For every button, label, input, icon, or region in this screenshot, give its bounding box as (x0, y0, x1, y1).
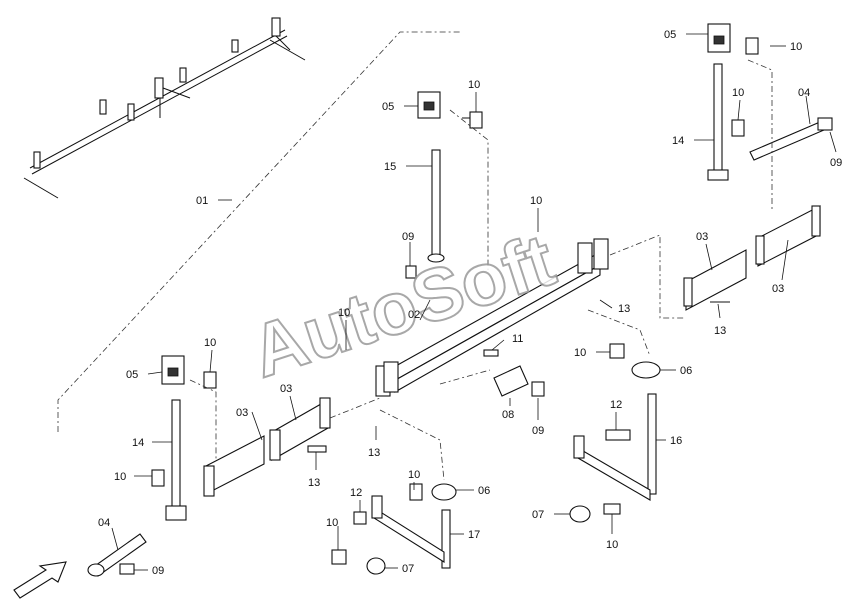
label-13-left: 13 (308, 477, 320, 489)
label-10-bar: 10 (530, 195, 542, 207)
right-panels (609, 205, 821, 319)
label-11: 11 (512, 333, 523, 345)
label-10-left-mid: 10 (114, 471, 126, 483)
label-15: 15 (384, 161, 396, 173)
label-03-left-a: 03 (236, 407, 248, 419)
label-09-lower: 09 (532, 425, 544, 437)
label-06-bottom: 06 (478, 485, 490, 497)
label-12-right: 12 (610, 399, 622, 411)
overview-assembly (23, 17, 306, 199)
label-13-right: 13 (714, 325, 726, 337)
label-05-right: 05 (664, 29, 676, 41)
label-10-center: 10 (338, 307, 350, 319)
label-10-bottom-a: 10 (408, 469, 420, 481)
label-09-mid: 09 (402, 231, 414, 243)
label-03-left-b: 03 (280, 383, 292, 395)
label-13-center: 13 (368, 447, 380, 459)
upper-rod-assembly (405, 91, 489, 279)
label-01: 01 (196, 195, 208, 207)
label-14-left: 14 (132, 437, 144, 449)
label-10-bottom-c: 10 (606, 539, 618, 551)
label-03-right-b: 03 (772, 283, 784, 295)
label-07-right: 07 (532, 509, 544, 521)
label-16: 16 (670, 435, 682, 447)
label-04-left: 04 (98, 517, 110, 529)
main-bar (375, 238, 609, 397)
label-10-right-rod: 10 (732, 87, 744, 99)
label-10-right-top: 10 (790, 41, 802, 53)
label-04-right: 04 (798, 87, 810, 99)
label-10-bottom-b: 10 (326, 517, 338, 529)
label-05-left: 05 (126, 369, 138, 381)
label-14-right: 14 (672, 135, 684, 147)
label-06-right: 06 (680, 365, 692, 377)
bracket-17-assembly (331, 409, 457, 575)
label-07-bottom: 07 (402, 563, 414, 575)
label-12-bottom: 12 (350, 487, 362, 499)
label-10-top: 10 (468, 79, 480, 91)
label-08: 08 (502, 409, 514, 421)
left-assembly (13, 355, 381, 599)
right-top-assembly (707, 23, 833, 210)
label-10-left-top: 10 (204, 337, 216, 349)
label-09-right: 09 (830, 157, 842, 169)
label-10-right-mid: 10 (574, 347, 586, 359)
plate-08 (439, 349, 545, 397)
label-02: 02 (408, 309, 420, 321)
label-05-mid: 05 (382, 101, 394, 113)
label-17: 17 (468, 529, 480, 541)
label-09-left: 09 (152, 565, 164, 577)
part-labels: 01 02 03 03 03 03 04 04 05 05 05 06 06 0… (98, 29, 842, 577)
bracket-16-assembly (569, 309, 661, 523)
label-13-bar: 13 (618, 303, 630, 315)
label-03-right-a: 03 (696, 231, 708, 243)
